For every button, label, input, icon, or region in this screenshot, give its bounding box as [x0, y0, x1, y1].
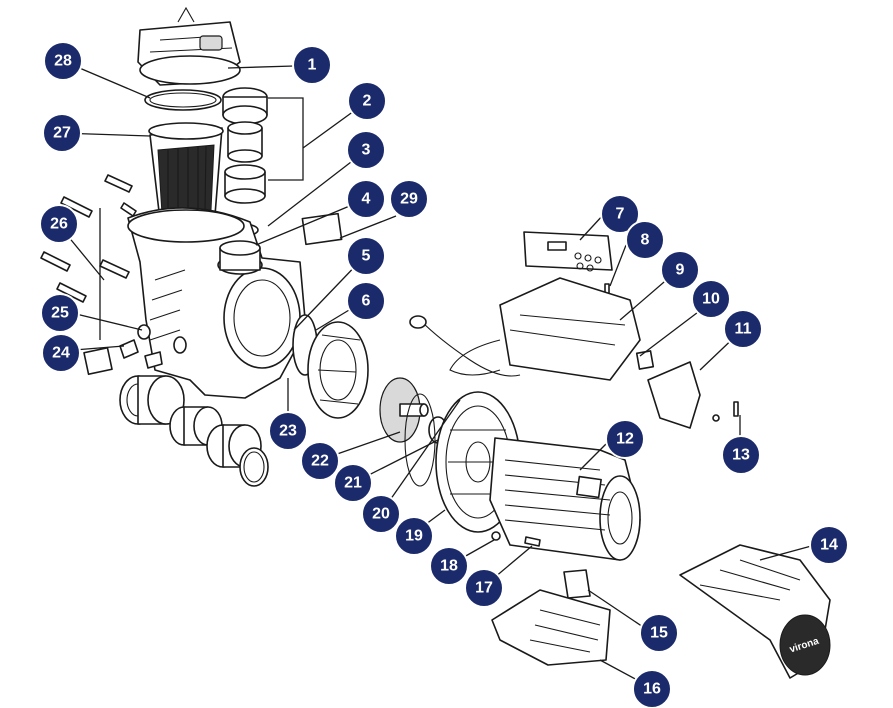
callout-29: 29 — [389, 179, 429, 219]
svg-text:18: 18 — [440, 558, 458, 575]
callout-6: 6 — [346, 281, 386, 321]
callout-2: 2 — [347, 81, 387, 121]
callout-3: 3 — [346, 130, 386, 170]
svg-text:13: 13 — [732, 447, 750, 464]
svg-text:28: 28 — [54, 53, 72, 70]
callout-27: 27 — [42, 113, 82, 153]
part-rear-cover: virona — [679, 544, 831, 679]
svg-text:7: 7 — [616, 206, 625, 223]
callout-14: 14 — [809, 525, 849, 565]
svg-text:14: 14 — [820, 537, 838, 554]
svg-text:8: 8 — [641, 232, 650, 249]
callout-23: 23 — [268, 411, 308, 451]
parts-layer: virona — [40, 6, 831, 679]
part-motor-base — [491, 589, 611, 666]
part-drain-plugs — [83, 324, 187, 376]
callout-26: 26 — [39, 204, 79, 244]
svg-text:20: 20 — [372, 506, 390, 523]
svg-text:29: 29 — [400, 191, 418, 208]
svg-text:9: 9 — [676, 262, 685, 279]
svg-text:21: 21 — [344, 475, 362, 492]
svg-text:16: 16 — [643, 681, 661, 698]
callout-24: 24 — [41, 333, 81, 373]
callout-17: 17 — [464, 568, 504, 608]
part-lower-unions — [119, 375, 269, 487]
callout-28: 28 — [43, 41, 83, 81]
part-strainer-lid — [137, 6, 241, 86]
callout-1: 1 — [292, 45, 332, 85]
part-screw-small — [491, 531, 501, 541]
callout-25: 25 — [40, 293, 80, 333]
part-motor — [489, 437, 641, 561]
callout-18: 18 — [429, 546, 469, 586]
svg-text:25: 25 — [51, 305, 69, 322]
svg-text:11: 11 — [735, 321, 752, 338]
part-union-set — [222, 87, 268, 204]
svg-text:23: 23 — [279, 423, 297, 440]
part-label-plate — [301, 212, 343, 246]
callout-22: 22 — [300, 441, 340, 481]
part-diffuser — [307, 321, 369, 419]
part-bolts — [40, 174, 137, 303]
callout-4: 4 — [346, 179, 386, 219]
svg-text:17: 17 — [475, 580, 493, 597]
svg-text:15: 15 — [650, 625, 668, 642]
callout-11: 11 — [723, 309, 763, 349]
callout-20: 20 — [361, 494, 401, 534]
callout-16: 16 — [632, 669, 672, 708]
part-small-screws — [712, 401, 739, 422]
part-keypad — [523, 231, 613, 272]
part-controller — [409, 277, 641, 381]
part-lid-oring — [144, 89, 222, 111]
svg-text:10: 10 — [702, 291, 720, 308]
svg-text:2: 2 — [363, 93, 372, 110]
part-pump-housing — [127, 207, 307, 399]
callout-15: 15 — [639, 613, 679, 653]
callout-19: 19 — [394, 516, 434, 556]
svg-text:4: 4 — [362, 191, 371, 208]
svg-text:24: 24 — [52, 345, 70, 362]
callout-badges: 1 2 3 4 5 6 7 8 9 10 11 12 13 14 15 16 1… — [39, 41, 849, 708]
callout-10: 10 — [691, 279, 731, 319]
callout-13: 13 — [721, 435, 761, 475]
part-impeller — [379, 377, 429, 443]
svg-text:19: 19 — [405, 528, 423, 545]
part-strainer-basket — [148, 122, 224, 221]
part-bracket — [635, 350, 655, 370]
svg-text:26: 26 — [50, 216, 68, 233]
svg-text:27: 27 — [53, 125, 71, 142]
svg-text:3: 3 — [362, 142, 371, 159]
svg-text:1: 1 — [308, 57, 317, 74]
callout-12: 12 — [605, 419, 645, 459]
part-fan-shroud — [647, 361, 701, 429]
svg-text:5: 5 — [362, 248, 371, 265]
callout-9: 9 — [660, 250, 700, 290]
part-terminal-clip — [563, 569, 591, 599]
part-screw-bolt — [524, 536, 541, 547]
callout-21: 21 — [333, 463, 373, 503]
svg-text:12: 12 — [616, 431, 634, 448]
callout-7: 7 — [600, 194, 640, 234]
svg-text:22: 22 — [311, 453, 329, 470]
svg-text:6: 6 — [362, 293, 371, 310]
callout-5: 5 — [346, 236, 386, 276]
callout-8: 8 — [625, 220, 665, 260]
